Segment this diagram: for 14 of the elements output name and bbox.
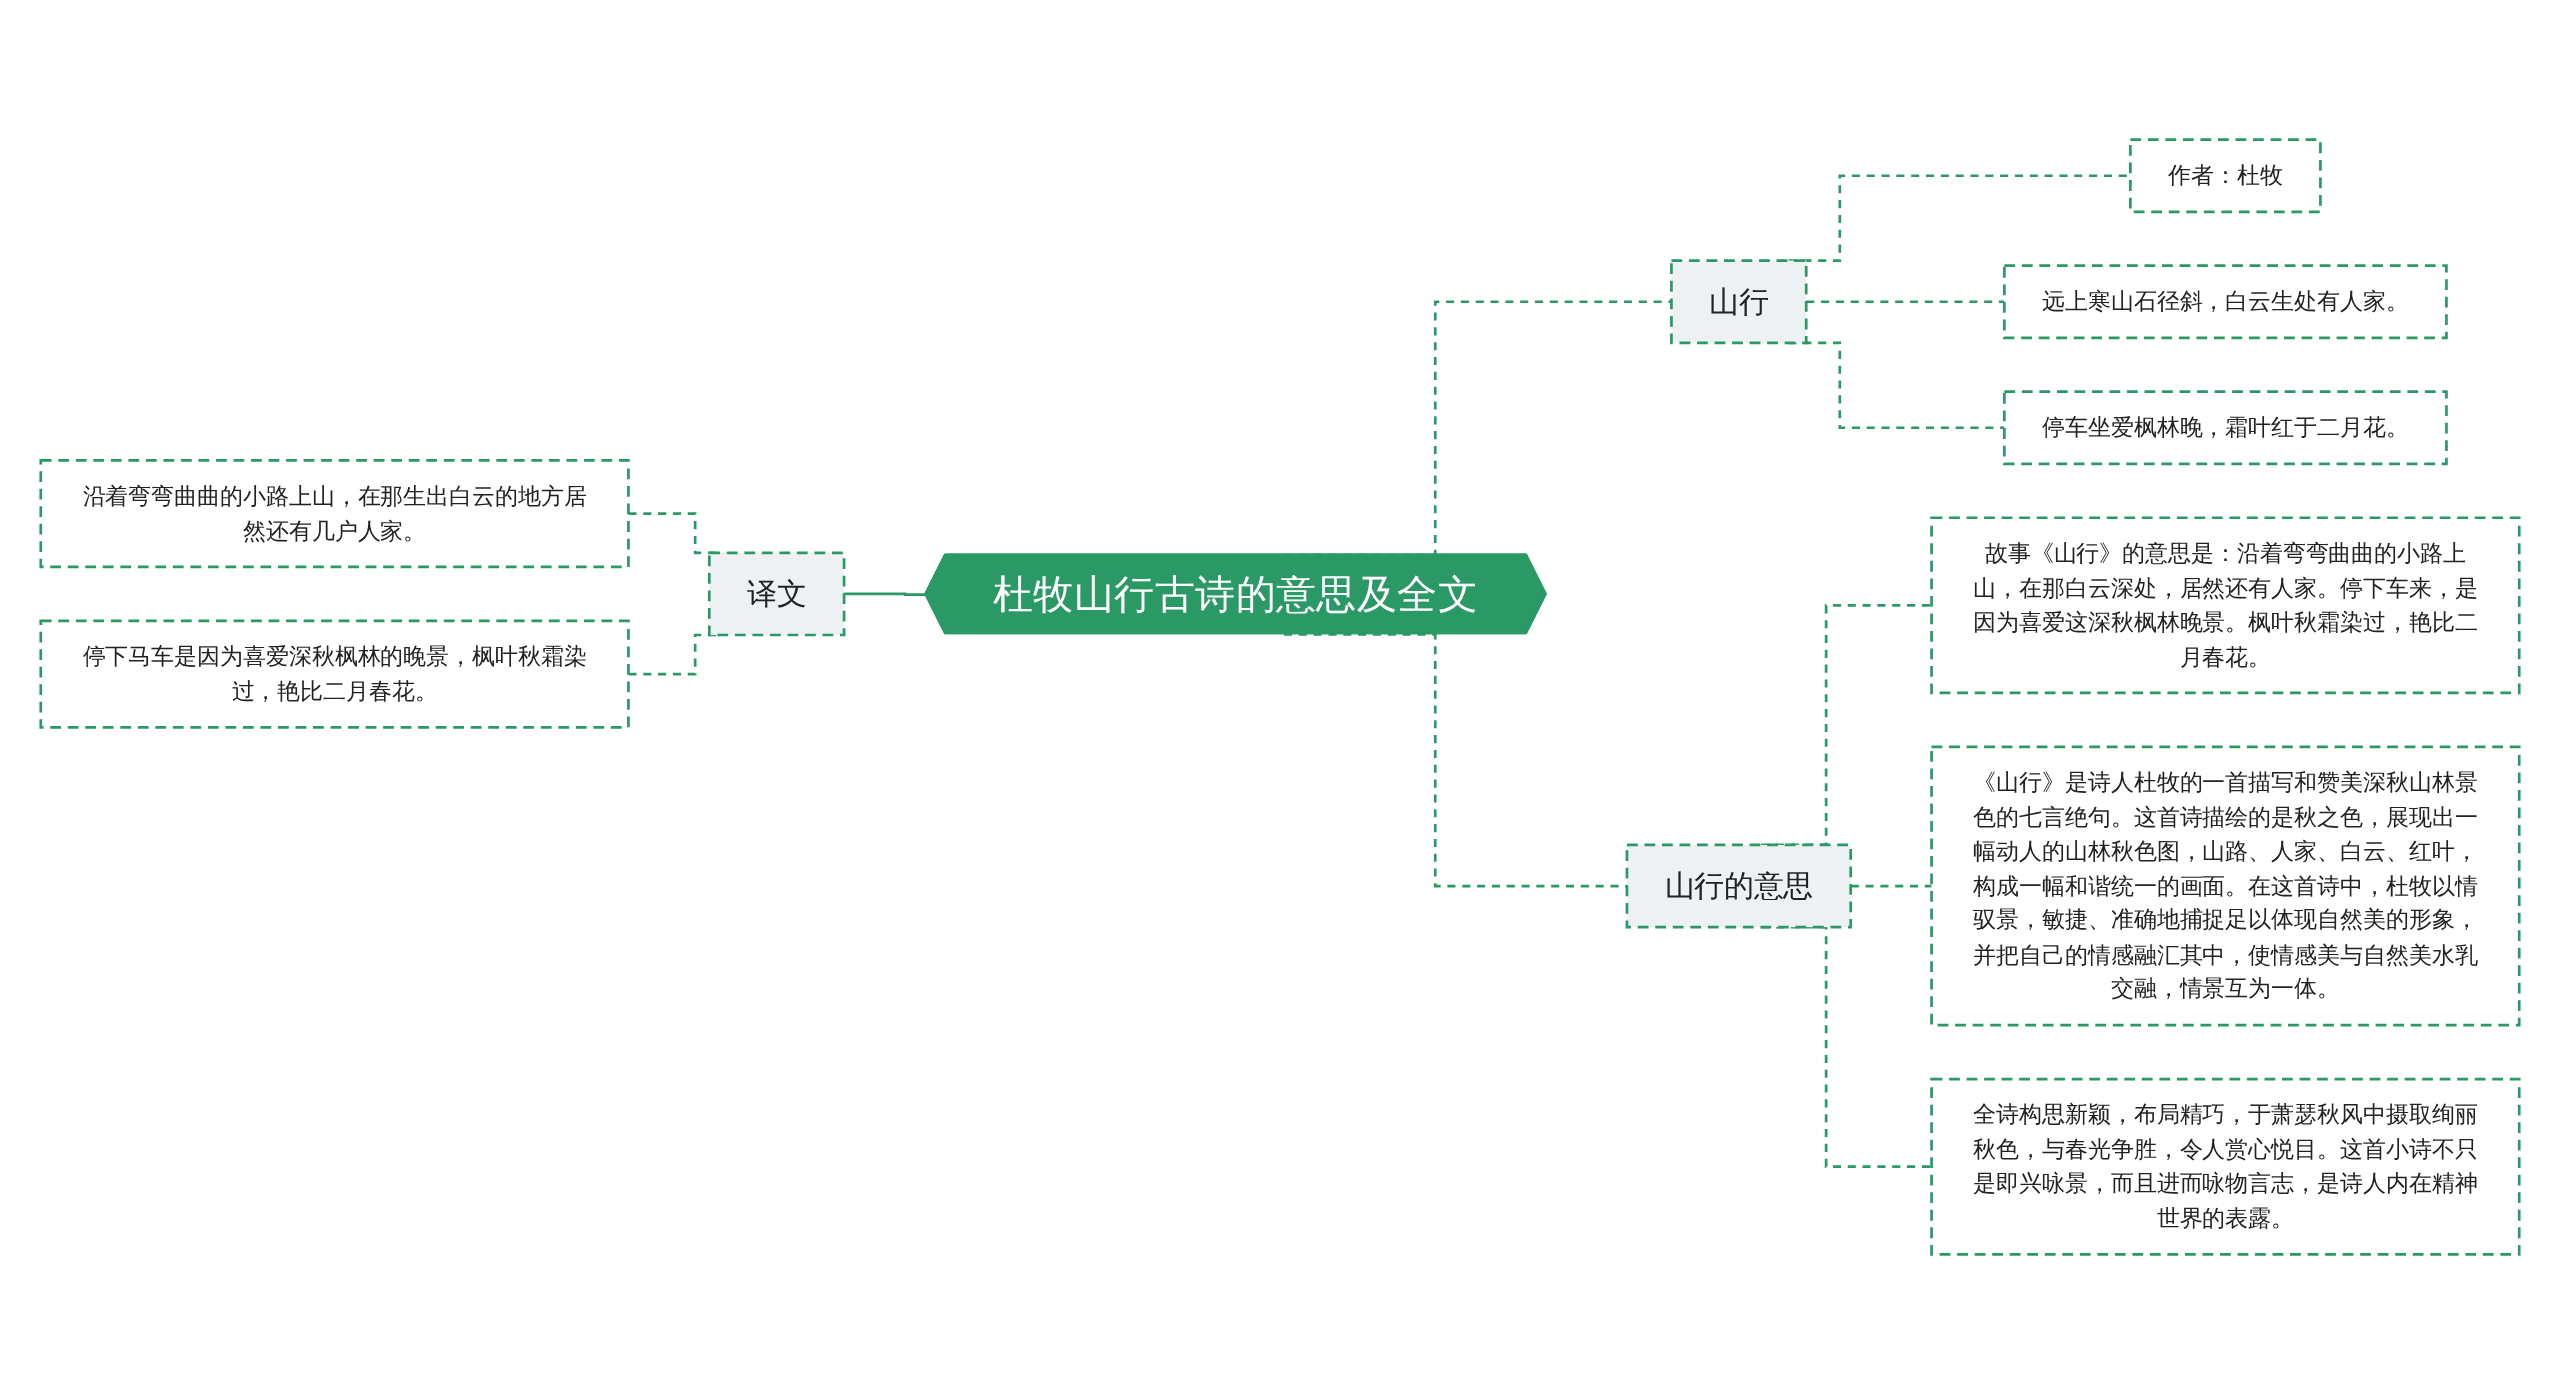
- connector: [1850, 884, 1932, 888]
- node-box: 停车坐爱枫林晚，霜叶红于二月花。: [2003, 390, 2448, 466]
- node-box: 全诗构思新颖，布局精巧，于萧瑟秋风中摄取绚丽秋色，与春光争胜，令人赏心悦目。这首小诗不只是即兴咏景，而且进而咏物言志，是诗人内在精神世界的表露。: [1930, 1077, 2521, 1256]
- node-box: 故事《山行》的意思是：沿着弯弯曲曲的小路上山，在那白云深处，居然还有人家。停下车来，是因为喜爱这深秋枫林晚景。枫叶秋霜染过，艳比二月春花。: [1930, 516, 2521, 695]
- node-box: 《山行》是诗人杜牧的一首描写和赞美深秋山林景色的七言绝句。这首诗描绘的是秋之色，展现出一幅动人的山林秋色图，山路、人家、白云、红叶，构成一幅和谐统一的画面。在这首诗中，杜牧以情驭景，敏捷、准确地捕捉足以体现自然美的形象，并把自己的情感融汇其中，使情感美与自然美水乳交融，情景互为一体。: [1930, 745, 2521, 1027]
- connector: [844, 592, 926, 596]
- node-box: 沿着弯弯曲曲的小路上山，在那生出白云的地方居然还有几户人家。: [39, 459, 630, 569]
- node-box: 远上寒山石径斜，白云生处有人家。: [2003, 264, 2448, 340]
- connector: [1806, 300, 2005, 304]
- node-box: 山行的意思: [1625, 843, 1853, 929]
- node-box: 译文: [707, 551, 846, 637]
- node-box: 停下马车是因为喜爱深秋枫林的晚景，枫叶秋霜染过，艳比二月春花。: [39, 619, 630, 729]
- node-box: 作者：杜牧: [2129, 138, 2322, 214]
- node-box: 山行: [1670, 259, 1808, 345]
